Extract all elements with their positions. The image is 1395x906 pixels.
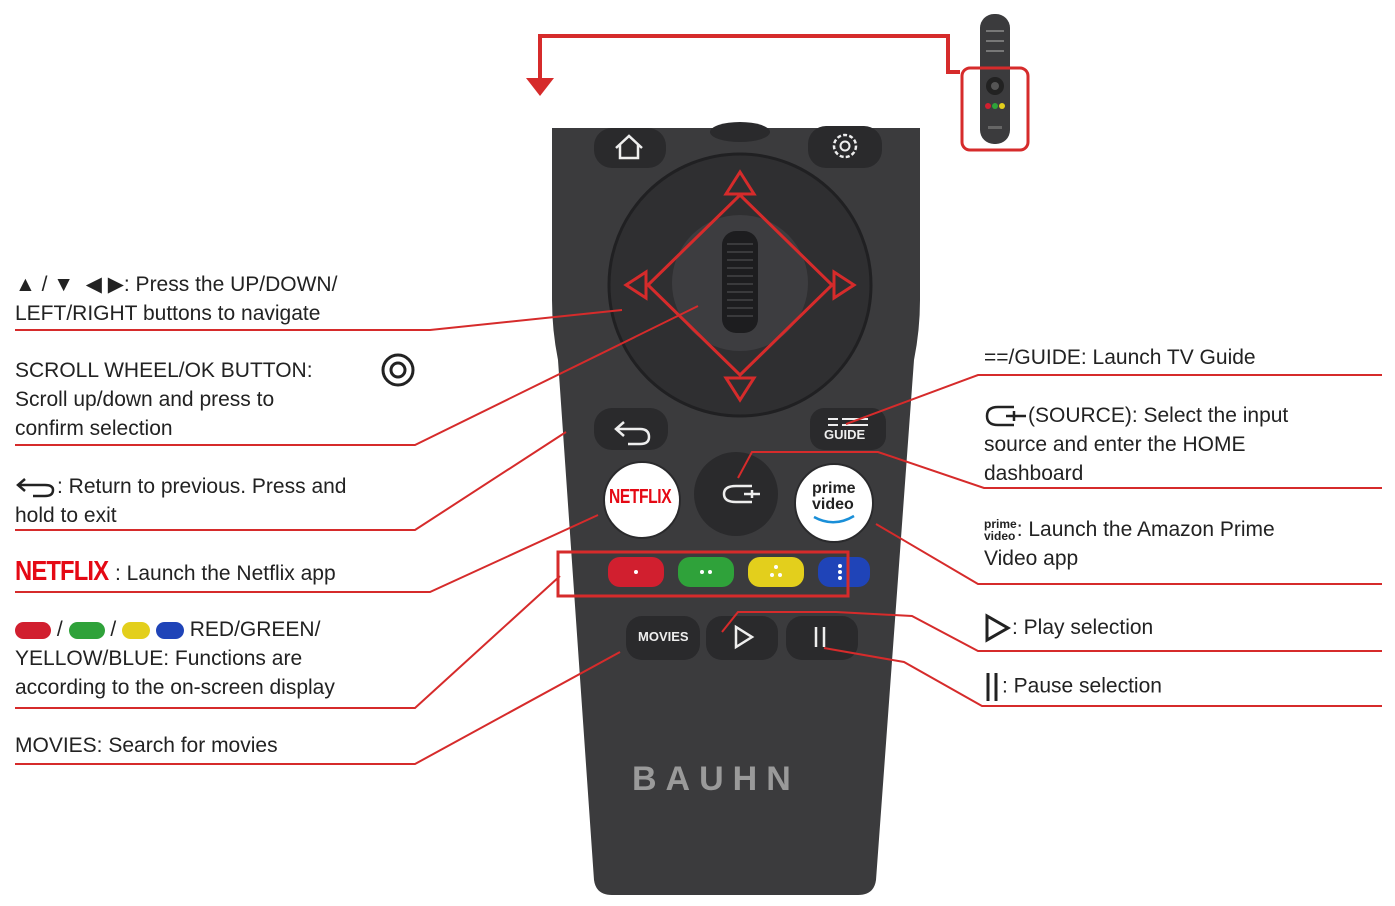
callout-back: : Return to previous. Press and hold to …: [15, 475, 347, 527]
prime-smile-icon: [813, 514, 855, 524]
callout-movies: MOVIES: Search for movies: [15, 734, 278, 757]
source-button[interactable]: [694, 452, 778, 536]
color-button-dots: [634, 564, 842, 580]
netflix-logo: NETFLIX: [15, 555, 109, 586]
blue-pill-icon: [155, 621, 184, 639]
netflix-button[interactable]: [603, 461, 681, 539]
movies-button[interactable]: [626, 616, 700, 660]
callout-guide: ==/GUIDE: Launch TV Guide: [984, 346, 1256, 369]
navigation-highlight: [645, 192, 835, 378]
overview-remote: [980, 14, 1010, 144]
gear-icon: [832, 133, 858, 159]
play-icon: [734, 624, 755, 650]
pause-bars-icon: [986, 673, 998, 701]
callout-play: : Play selection: [984, 613, 1153, 644]
prime-button-bottom: video: [812, 496, 854, 513]
down-arrow-icon[interactable]: [723, 376, 757, 403]
callout-lines: [15, 305, 1382, 765]
red-pill-icon: [15, 621, 51, 639]
settings-button[interactable]: [808, 126, 882, 168]
netflix-button-label: NETFLIX: [609, 486, 672, 508]
scroll-wheel-grip: [722, 231, 758, 333]
callout-color-buttons: / / RED/GREEN/ YELLOW/BLUE: Functions ar…: [15, 618, 335, 699]
ok-button-icon: [381, 353, 415, 387]
callout-pause: : Pause selection: [984, 671, 1162, 703]
source-icon: [722, 484, 760, 504]
left-arrow-icon[interactable]: [623, 269, 648, 301]
green-button[interactable]: [678, 557, 734, 587]
callout-source: (SOURCE): Select the input source and en…: [984, 404, 1289, 485]
overview-arrow-head: [526, 78, 554, 96]
wheel-ridges: [727, 243, 753, 317]
up-arrow-icon[interactable]: [723, 169, 757, 196]
play-button[interactable]: [706, 616, 778, 660]
top-button: [710, 122, 770, 142]
guide-button-label: GUIDE: [824, 427, 866, 442]
back-icon: [614, 421, 651, 446]
play-triangle-icon: [985, 613, 1012, 644]
source-input-icon: [985, 406, 1026, 427]
prime-video-button[interactable]: [794, 463, 874, 543]
right-arrow-icon[interactable]: [832, 269, 857, 301]
callout-netflix: NETFLIX: Launch the Netflix app: [15, 555, 336, 586]
back-arrow-icon: [16, 478, 55, 498]
overview-arrow-line: [538, 34, 960, 82]
movies-button-label: MOVIES: [638, 629, 689, 644]
up-down-arrows-icon: ▲ / ▼ ◀ ▶: [15, 273, 124, 296]
color-buttons-highlight: [556, 550, 850, 598]
overview-highlight-box: [960, 66, 1030, 152]
guide-icon: [828, 418, 868, 426]
pause-icon: [814, 627, 826, 647]
pause-button[interactable]: [786, 616, 858, 660]
home-button[interactable]: [594, 128, 666, 168]
prime-button-top: prime: [812, 480, 856, 497]
guide-lines-icon: ==: [984, 346, 1009, 369]
callout-scroll-wheel: SCROLL WHEEL/OK BUTTON: Scroll up/down a…: [15, 359, 313, 440]
blue-button[interactable]: [818, 557, 870, 587]
callout-navigation: ▲ / ▼ ◀ ▶: Press the UP/DOWN/ LEFT/RIGHT…: [15, 273, 338, 325]
yellow-pill-icon: [122, 621, 151, 639]
home-icon: [615, 134, 643, 160]
brand-logo: BAUHN: [632, 760, 800, 798]
callout-prime-video: prime video : Launch the Amazon Prime Vi…: [984, 517, 1275, 570]
green-pill-icon: [68, 621, 105, 639]
prime-video-logo: prime video: [984, 517, 1017, 544]
yellow-button[interactable]: [748, 557, 804, 587]
